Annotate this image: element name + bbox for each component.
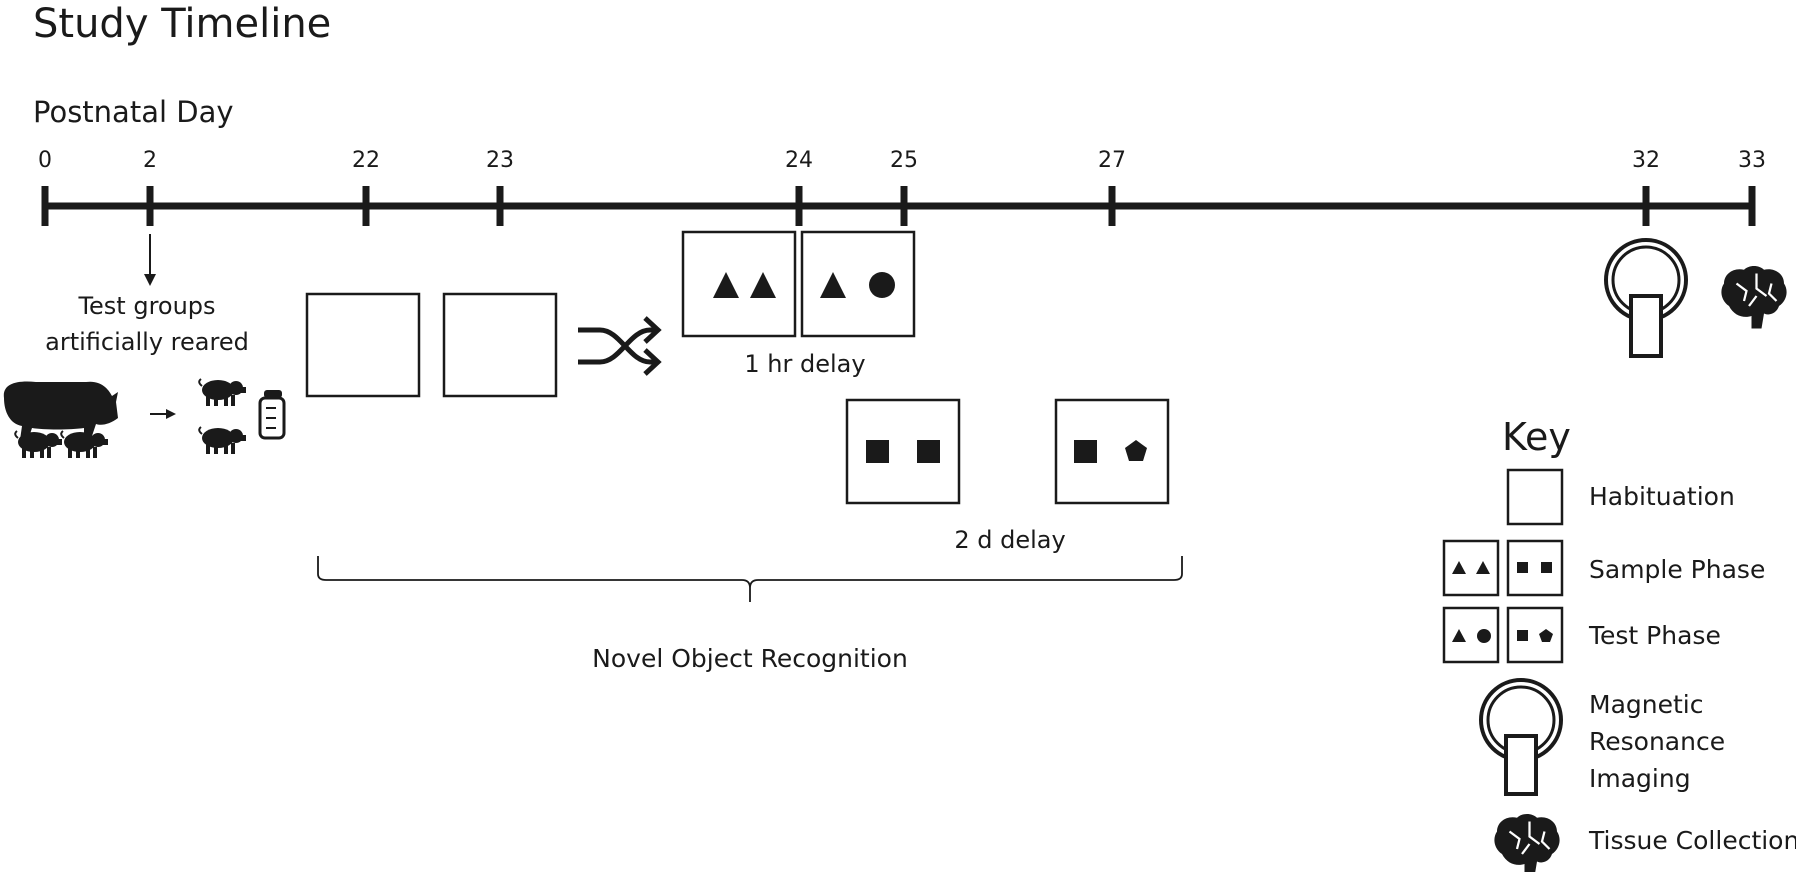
tick-label-day-32: 32 [1632, 148, 1660, 173]
key-brain-icon [1493, 812, 1561, 872]
key-habituation-box [1506, 468, 1564, 526]
tick-label-day-25: 25 [890, 148, 918, 173]
habituation-box-day-22 [305, 292, 421, 398]
key-sample-box-squares [1506, 539, 1564, 597]
timeline-axis [41, 186, 1756, 226]
task-label: Novel Object Recognition [592, 644, 908, 673]
key-label-sample: Sample Phase [1589, 555, 1766, 584]
novel-object-brace [317, 556, 1183, 602]
habituation-box-day-23 [442, 292, 558, 398]
tick-label-day-23: 23 [486, 148, 514, 173]
right-arrow-icon [150, 409, 176, 419]
key-label-test: Test Phase [1589, 621, 1721, 650]
tick-label-day-33: 33 [1738, 148, 1766, 173]
key-sample-box-triangles [1442, 539, 1500, 597]
sow-with-piglets-icon [3, 381, 119, 459]
down-arrow-icon [144, 234, 156, 286]
tick-label-day-27: 27 [1098, 148, 1126, 173]
test-phase-box-triangle-circle [800, 230, 916, 338]
key-mri-scanner-icon [1479, 678, 1563, 796]
diagram-title: Study Timeline [33, 1, 332, 47]
tick-label-day-0: 0 [38, 148, 52, 173]
key-label-tissue: Tissue Collection [1589, 826, 1796, 855]
brain-icon [1720, 264, 1788, 330]
key-test-box-square-pentagon [1506, 606, 1564, 664]
timeline-axis-title: Postnatal Day [33, 95, 234, 129]
key-label-habituation: Habituation [1589, 482, 1735, 511]
tick-label-day-2: 2 [143, 148, 157, 173]
milk-bottle-icon [258, 390, 286, 440]
sample-phase-box-squares [845, 398, 961, 505]
sample-phase-box-triangles [681, 230, 797, 338]
rearing-note: Test groups artificially reared [45, 292, 249, 356]
test-phase-box-square-pentagon [1054, 398, 1170, 505]
tick-label-day-24: 24 [785, 148, 813, 173]
tick-label-day-22: 22 [352, 148, 380, 173]
key-label-mri: Magnetic Resonance Imaging [1589, 690, 1726, 793]
mri-scanner-icon [1604, 238, 1688, 358]
delay-label-1hr: 1 hr delay [744, 350, 866, 378]
shuffle-icon [578, 316, 662, 376]
key-heading: Key [1502, 415, 1571, 459]
key-test-box-triangle-circle [1442, 606, 1500, 664]
delay-label-2d: 2 d delay [954, 526, 1066, 554]
reared-piglets-icon [198, 378, 247, 455]
